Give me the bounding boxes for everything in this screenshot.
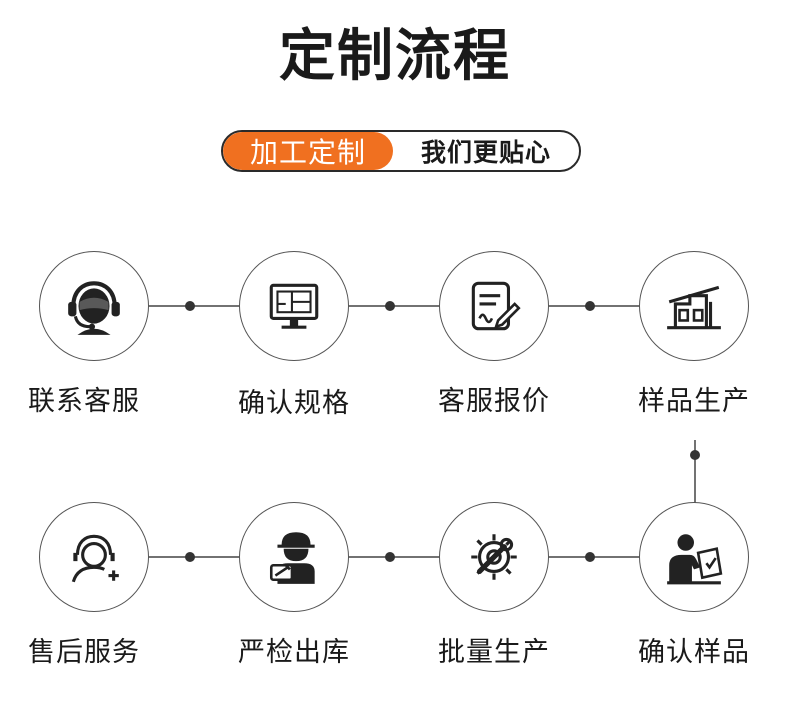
- person-checking-icon: [667, 534, 723, 585]
- gear-wrench-icon: [471, 534, 517, 580]
- quote-document-icon: [471, 281, 521, 331]
- page-title: 定制流程: [279, 24, 511, 89]
- worker-icon: [269, 532, 315, 584]
- step-quote: 客服报价: [438, 251, 549, 417]
- step-label: 样品生产: [638, 386, 750, 417]
- factory-icon: [667, 285, 721, 330]
- step-label: 确认样品: [638, 637, 750, 668]
- blueprint-monitor-icon: [269, 283, 319, 329]
- step-confirm-sample: 确认样品: [638, 502, 749, 668]
- step-mass-production: 批量生产: [438, 502, 549, 668]
- step-contact-service: 联系客服: [28, 251, 149, 417]
- headset-icon: [68, 281, 120, 335]
- step-inspection: 严检出库: [238, 502, 349, 668]
- step-after-sales: 售后服务: [28, 502, 149, 668]
- step-label: 严检出库: [238, 637, 350, 668]
- step-confirm-spec: 确认规格: [238, 251, 349, 419]
- customer-service-add-icon: [71, 534, 119, 583]
- step-sample-production: 样品生产: [638, 251, 749, 417]
- step-label: 确认规格: [238, 388, 350, 419]
- slogan-pill: 加工定制 我们更贴心: [221, 130, 581, 172]
- pill-text: 我们更贴心: [420, 138, 551, 167]
- step-label: 联系客服: [28, 386, 140, 417]
- pill-highlight: 加工定制: [223, 132, 393, 170]
- step-label: 售后服务: [28, 637, 140, 668]
- step-label: 批量生产: [438, 637, 550, 668]
- step-label: 客服报价: [438, 386, 550, 417]
